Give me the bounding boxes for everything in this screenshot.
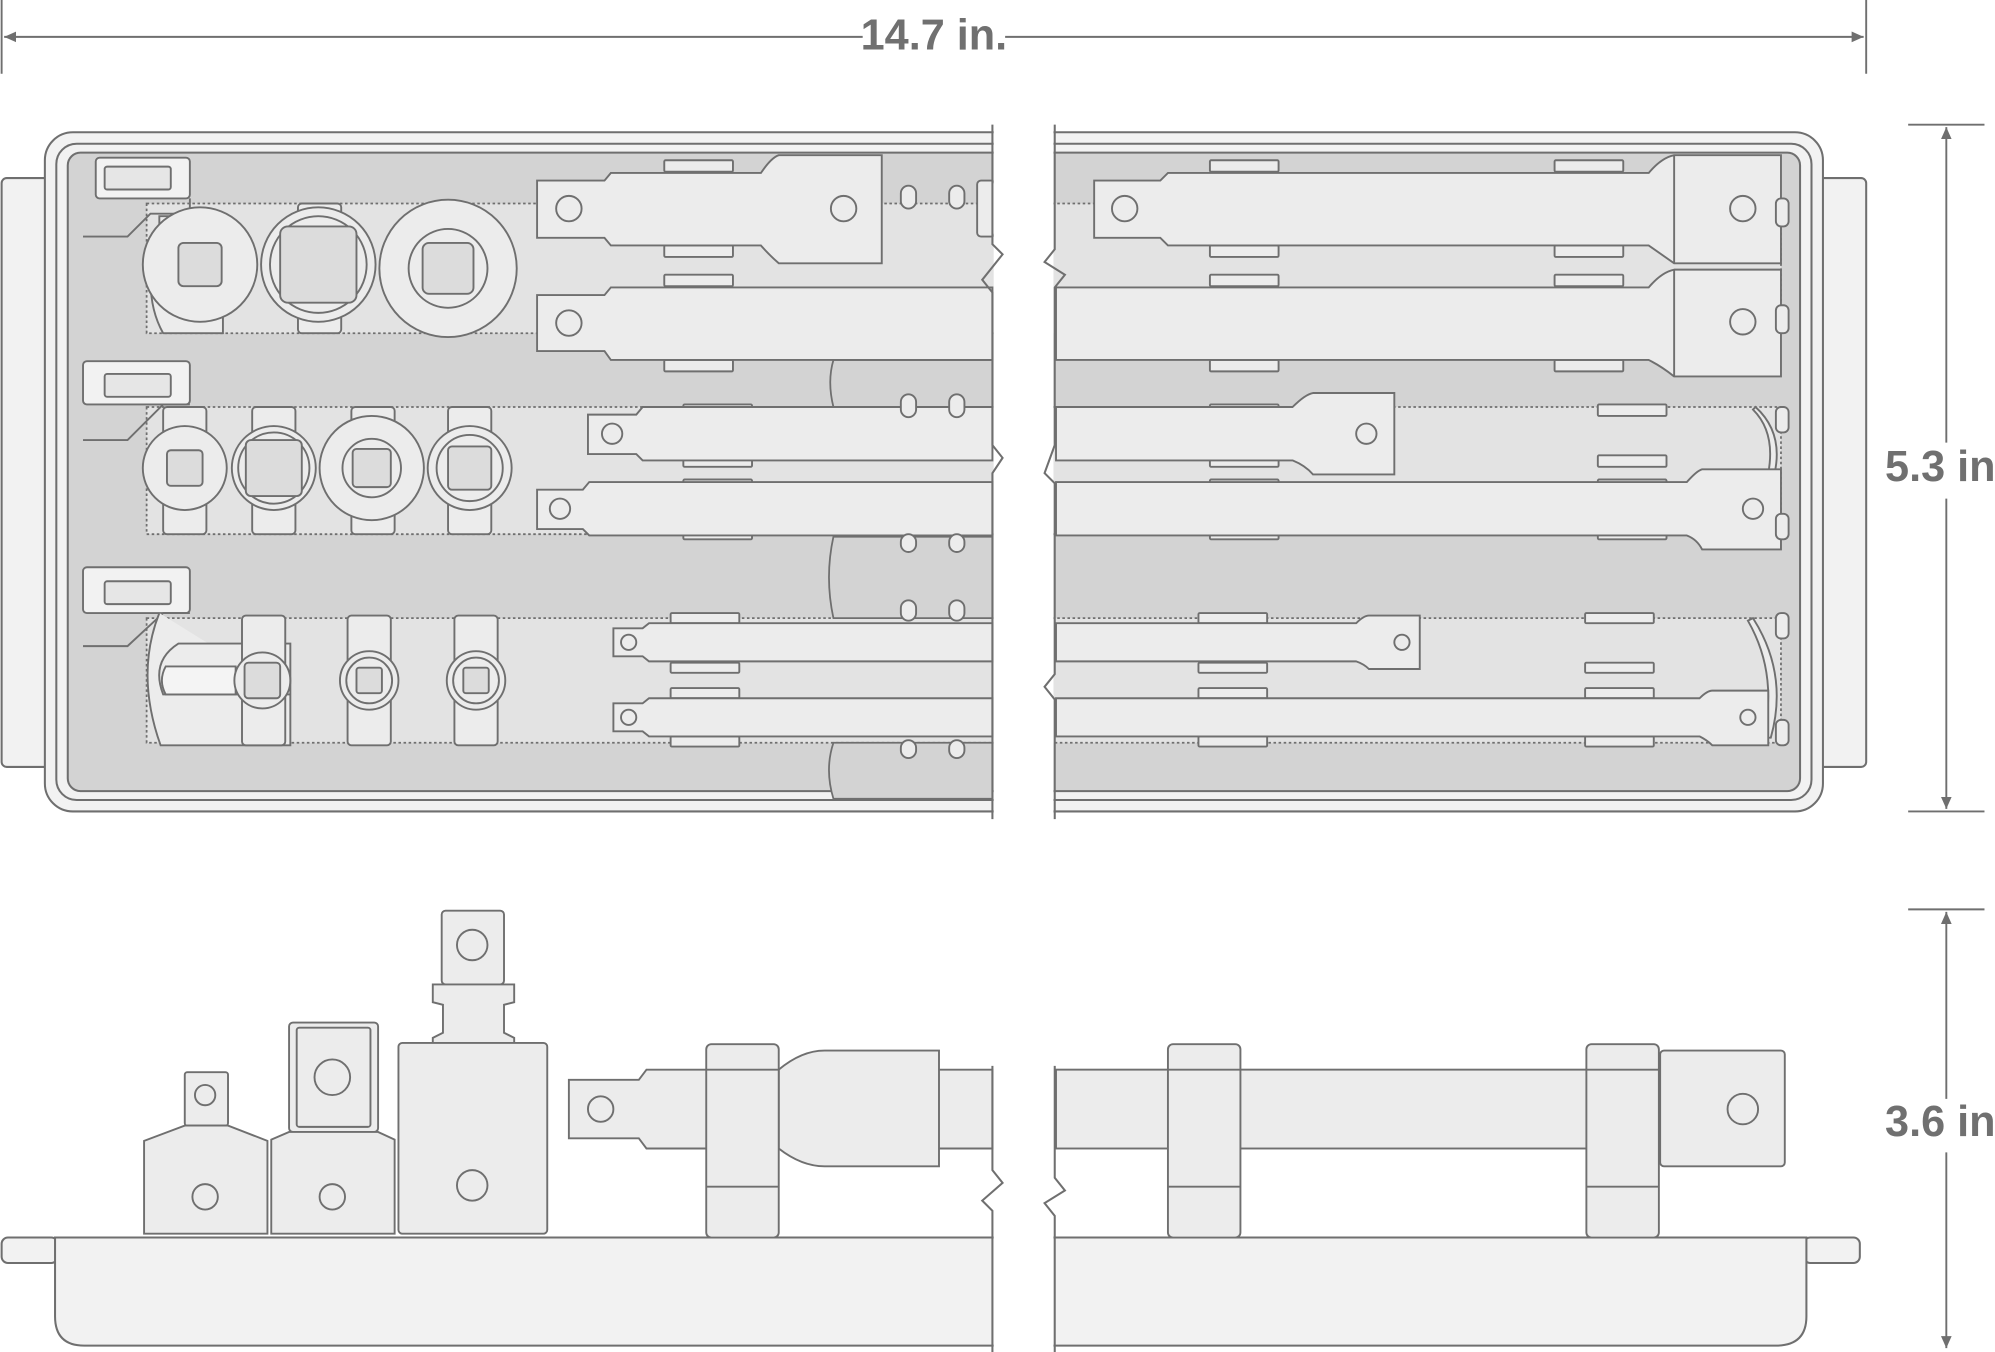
extensions-left: [536, 154, 996, 759]
top-view-break: [980, 114, 1067, 827]
side-view-extension: [567, 1043, 1786, 1239]
side-view-break: [980, 1030, 1067, 1352]
row-label-clips: [82, 156, 191, 648]
row1-sockets: [141, 198, 518, 339]
row2-sockets: [141, 406, 513, 536]
depth-dimension: [1908, 123, 1985, 813]
height-label: 3.6 in.: [1885, 1098, 1995, 1146]
side-view-tray: [0, 1236, 1861, 1347]
depth-label: 5.3 in.: [1885, 443, 1995, 491]
side-view-adapters: [143, 909, 549, 1235]
row3-adapters: [146, 612, 507, 747]
height-dimension: [1908, 908, 1985, 1349]
width-label: 14.7 in.: [861, 12, 1008, 60]
width-dimension: [0, 0, 1868, 74]
extensions-right: [1055, 154, 1790, 748]
